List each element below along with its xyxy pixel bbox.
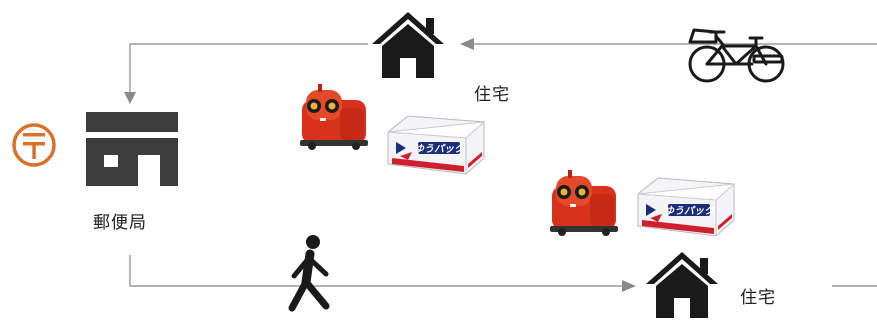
post-office-label: 郵便局 (93, 213, 147, 233)
route-arrowhead-bottom (622, 280, 636, 292)
house-icon (646, 252, 718, 318)
japan-post-mark-icon (12, 123, 56, 167)
parcel-brand-text: ゆうパック (664, 205, 715, 217)
route-arrowhead-top-left (124, 92, 136, 104)
bicycle-icon (688, 28, 785, 83)
house-label-bottom: 住宅 (740, 288, 776, 308)
walking-person-icon (288, 235, 330, 312)
route-line-bottom (129, 255, 622, 287)
delivery-robot-icon (550, 170, 618, 236)
house-icon (372, 12, 444, 78)
parcel-brand-text: ゆうパック (414, 143, 465, 155)
route-line-top-left (129, 43, 368, 94)
delivery-robot-icon (300, 84, 368, 150)
parcel-box-icon: ゆうパック (637, 177, 735, 237)
parcel-box-icon: ゆうパック (387, 115, 485, 175)
route-arrowhead-top-right (460, 38, 474, 50)
house-label-top: 住宅 (474, 85, 510, 105)
post-office-building-icon (86, 112, 178, 186)
